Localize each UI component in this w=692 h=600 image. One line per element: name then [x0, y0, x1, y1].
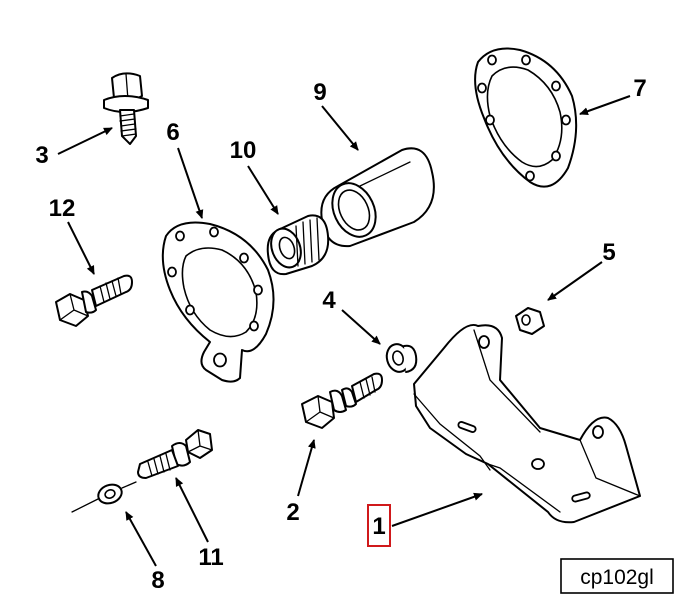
leader-lines: [57, 95, 631, 567]
callout-4: 4: [322, 287, 336, 314]
bushing-part-10: [266, 214, 330, 276]
callout-10: 10: [230, 137, 257, 164]
bolt-part-11: [137, 429, 213, 479]
callout-7: 7: [633, 75, 646, 102]
nut-part-5: [515, 307, 545, 335]
callout-1: 1: [372, 513, 385, 540]
callout-3: 3: [35, 142, 48, 169]
callout-9: 9: [313, 79, 326, 106]
callout-11: 11: [198, 544, 223, 571]
callout-8: 8: [151, 567, 164, 594]
sleeve-part-9: [320, 147, 435, 248]
callout-5: 5: [602, 239, 615, 266]
bolt-part-3: [103, 72, 149, 145]
gasket-part-6: [161, 221, 275, 383]
callout-2: 2: [286, 499, 299, 526]
figure-ref: cp102gl: [580, 566, 654, 589]
callout-6: 6: [166, 119, 179, 146]
washer-part-8: [71, 481, 137, 513]
gasket-part-7: [474, 47, 578, 188]
washer-part-4: [385, 343, 418, 373]
bracket-part-1: [413, 324, 641, 524]
callout-12: 12: [49, 195, 76, 222]
callout-1-highlight-box: [367, 504, 391, 547]
bolt-part-2: [301, 372, 383, 429]
figure-ref-box: [560, 558, 674, 594]
bolt-part-12: [55, 274, 133, 327]
